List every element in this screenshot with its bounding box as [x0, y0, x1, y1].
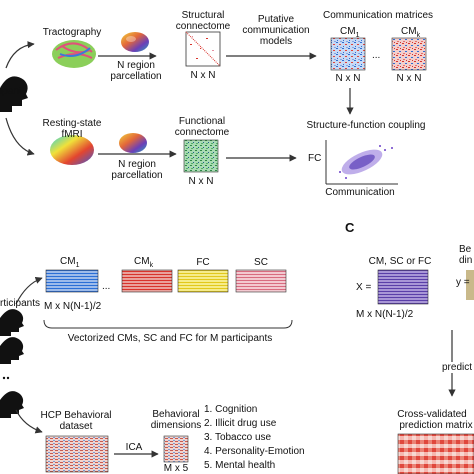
y-equals-label: y =: [456, 277, 470, 288]
participants-label: rticipants: [0, 298, 41, 309]
behavioral-dimensions-matrix: [163, 435, 189, 463]
behavior-label-partial-2: din: [459, 255, 473, 266]
predict-label: predict: [442, 362, 473, 373]
structural-label-2: connectome: [175, 21, 231, 32]
behavioral-label-1: Behavioral: [152, 409, 200, 420]
ellipsis-vectors: ...: [102, 281, 111, 292]
participant-head-icon: [0, 76, 28, 112]
functional-label-2: connectome: [174, 127, 230, 138]
cmk-top-label: CMk: [401, 26, 421, 39]
functional-label-1: Functional: [178, 116, 226, 127]
vector-dims-label: M x N(N-1)/2: [44, 301, 102, 312]
nxn-label-3: N x N: [396, 73, 422, 84]
arrow-participants-to-hcp: [15, 409, 43, 434]
participants-heads-icon: [0, 309, 24, 418]
fc-axis-label: FC: [308, 153, 322, 164]
parcellated-brain-icon-bottom: [119, 133, 147, 153]
y-vector-stub: [466, 270, 474, 300]
participant-label: ipant: [0, 86, 22, 97]
panel-c-letter: C: [345, 220, 355, 235]
nxn-label-1: N x N: [190, 70, 216, 81]
x-matrix: [377, 269, 429, 305]
mx5-label: M x 5: [163, 463, 189, 474]
arrow-to-tractography: [5, 41, 35, 69]
x-dims-label: M x N(N-1)/2: [356, 309, 414, 320]
parcellation-label-1: parcellation: [110, 71, 162, 82]
communication-axis-label: Communication: [325, 187, 395, 198]
fc-vector-matrix: [177, 269, 229, 293]
tractography-label: Tractography: [42, 27, 102, 38]
dimension-item-3: 3. Tobacco use: [204, 432, 272, 443]
resting-state-label-1: Resting-state: [42, 118, 102, 129]
cmk-matrix: [391, 37, 427, 71]
cmk-vector-label: CMk: [134, 256, 154, 269]
prediction-matrix: [397, 433, 474, 474]
cm1-top-label: CM1: [340, 26, 360, 39]
dimension-item-1: 1. Cognition: [204, 404, 258, 415]
parcellation-label-2: parcellation: [111, 170, 163, 181]
nxn-label-4: N x N: [188, 176, 214, 187]
sc-vector-label: SC: [254, 257, 268, 268]
n-region-label-2: N region: [118, 159, 156, 170]
cv-label-2: prediction matrix: [399, 420, 473, 431]
hcp-label-2: dataset: [59, 421, 93, 432]
nxn-label-2: N x N: [335, 73, 361, 84]
cm-sc-fc-label: CM, SC or FC: [368, 256, 432, 267]
coupling-scatter-plot: [325, 140, 398, 185]
resting-state-label-2: fMRI: [61, 129, 83, 140]
cm1-vector-matrix: [45, 269, 99, 293]
comm-matrices-label: Communication matrices: [322, 10, 434, 21]
coupling-label: Structure-function coupling: [306, 120, 426, 131]
putative-label-3: models: [259, 36, 293, 47]
ellipsis-top: ...: [372, 50, 381, 61]
cmk-vector-matrix: [121, 269, 173, 293]
cm1-matrix: [330, 37, 366, 71]
dimension-item-4: 4. Personality-Emotion: [204, 446, 305, 457]
parcellated-brain-icon-top: [121, 32, 149, 52]
arrow-participants-to-vectors: [15, 276, 43, 305]
cm1-vector-label: CM1: [60, 256, 80, 269]
structural-label-1: Structural: [181, 10, 225, 21]
behavior-label-partial-1: Be: [459, 244, 472, 255]
x-equals-label: X =: [356, 282, 372, 293]
behavioral-label-2: dimensions: [150, 420, 202, 431]
putative-label-2: communication: [242, 25, 310, 36]
functional-connectome-matrix: [183, 139, 219, 173]
structural-connectome-matrix: [185, 31, 221, 67]
dimension-item-2: 2. Illicit drug use: [204, 418, 277, 429]
cv-label-1: Cross-validated: [397, 409, 467, 420]
fc-vector-label: FC: [196, 257, 210, 268]
ica-label: ICA: [125, 442, 143, 453]
dimension-item-5: 5. Mental health: [204, 460, 276, 471]
arrow-to-fmri: [5, 117, 35, 156]
vectorized-caption: Vectorized CMs, SC and FC for M particip…: [67, 333, 273, 344]
hcp-label-1: HCP Behavioral: [40, 410, 112, 421]
putative-label-1: Putative: [257, 14, 295, 25]
sc-vector-matrix: [235, 269, 287, 293]
vector-bracket: [43, 319, 293, 329]
hcp-dataset-matrix: [45, 435, 109, 473]
n-region-label-1: N region: [117, 60, 155, 71]
fmri-brain-icon: [50, 135, 94, 165]
tractography-brain-icon: [52, 40, 96, 68]
